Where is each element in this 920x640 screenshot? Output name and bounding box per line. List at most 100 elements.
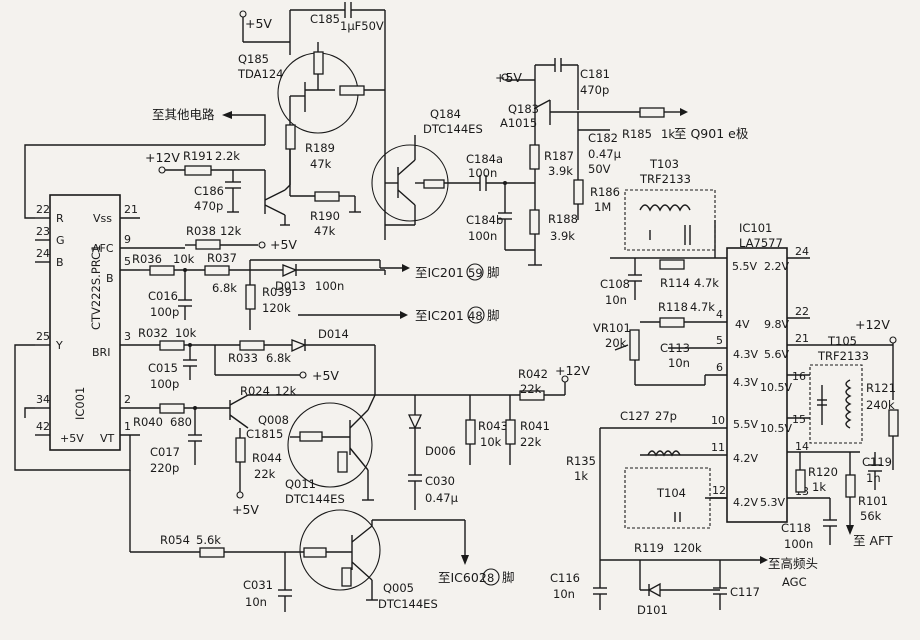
ic001-pin-5: 5 — [124, 255, 131, 268]
c015-val: 100p — [150, 377, 179, 391]
c185-val: 1μF50V — [340, 19, 384, 33]
c017-val: 220p — [150, 461, 179, 475]
c185-ref: C185 — [310, 12, 340, 26]
c182-val: 0.47μ — [588, 147, 622, 161]
supply12-right: +12V — [855, 317, 890, 332]
t104-ref: T104 — [656, 486, 686, 500]
r190-ref: R190 — [310, 209, 340, 223]
ic001-pin-3: 3 — [124, 330, 131, 343]
t103-coil — [639, 204, 691, 212]
ic001-pin-g: G — [56, 234, 65, 247]
r189-val: 47k — [310, 157, 332, 171]
r042-ref: R042 — [518, 367, 548, 381]
q185-model: TDA124 — [237, 67, 284, 81]
svg-text:5.3V: 5.3V — [760, 496, 785, 509]
r188-ref: R188 — [548, 212, 578, 226]
note-jiao-59: 脚 — [487, 265, 500, 280]
note-to-aft: 至 AFT — [853, 533, 893, 548]
svg-text:22: 22 — [795, 305, 809, 318]
ic001-pin-23: 23 — [36, 225, 50, 238]
note-to-ic201-59: 至IC201 — [415, 265, 464, 280]
r186-val: 1M — [594, 200, 611, 214]
d013-val: 100n — [315, 279, 344, 293]
r188-val: 3.9k — [550, 229, 575, 243]
q011-ref: Q011 — [285, 477, 316, 491]
supply-q183: +5V — [495, 70, 522, 85]
svg-text:5.5V: 5.5V — [732, 260, 757, 273]
t105-model: TRF2133 — [817, 349, 869, 363]
r054-val: 5.6k — [196, 533, 221, 547]
r039-ref: R039 — [262, 285, 292, 299]
ic001-pin-y: Y — [55, 339, 63, 352]
r135-val: 1k — [574, 469, 588, 483]
note-to-other: 至其他电路 — [152, 107, 215, 122]
r185-ref: R185 — [622, 127, 652, 141]
ic001-pin-vt: VT — [100, 432, 115, 445]
q008-ref: Q008 — [258, 413, 289, 427]
ic001-body — [49, 194, 121, 451]
r038-val: 12k — [220, 224, 242, 238]
r044-ref: R044 — [252, 451, 282, 465]
r024-val: 12k — [275, 384, 297, 398]
r040-ref: R040 — [133, 415, 163, 429]
r114-ref: R114 — [660, 276, 690, 290]
c181-ref: C181 — [580, 67, 610, 81]
d013-ref: D013 — [275, 279, 306, 293]
ic001-pin-42: 42 — [36, 420, 50, 433]
r185-val: 1k — [661, 127, 675, 141]
svg-text:11: 11 — [711, 441, 725, 454]
svg-text:5.5V: 5.5V — [733, 418, 758, 431]
ic001-pin-34: 34 — [36, 393, 50, 406]
r119-ref: R119 — [634, 541, 664, 555]
r191-val: 2.2k — [215, 149, 240, 163]
q184-model: DTC144ES — [423, 122, 483, 136]
r041-ref: R041 — [520, 419, 550, 433]
ic001-pin-2: 2 — [124, 393, 131, 406]
svg-text:10.5V: 10.5V — [760, 422, 792, 435]
ic001-pin-r: R — [56, 212, 64, 225]
r037-ref: R037 — [207, 251, 237, 265]
ic101-left-pins: 5.5V 4 4V 5 4.3V 6 4.3V 10 5.5V 11 4.2V … — [705, 260, 758, 509]
r043-ref: R043 — [478, 419, 508, 433]
r191-ref: R191 — [183, 149, 213, 163]
r041-val: 22k — [520, 435, 542, 449]
c182-volt: 50V — [588, 162, 611, 176]
note-pin48: 48 — [468, 309, 483, 323]
r101-val: 56k — [860, 509, 882, 523]
r033-val: 6.8k — [266, 351, 291, 365]
vr101-val: 20k — [605, 336, 627, 350]
c030-ref: C030 — [425, 474, 455, 488]
r135-ref: R135 — [566, 454, 596, 468]
c127-val: 27p — [655, 409, 677, 423]
c017-ref: C017 — [150, 445, 180, 459]
c016-val: 100p — [150, 305, 179, 319]
note-to-ic602: 至IC602 — [438, 570, 487, 585]
c184a-ref: C184a — [466, 152, 503, 166]
r118-val: 4.7k — [690, 300, 715, 314]
c030-val: 0.47μ — [425, 491, 459, 505]
note-to-ic201-48: 至IC201 — [415, 308, 464, 323]
r032-val: 10k — [175, 326, 197, 340]
ic001-pin-bri: BRI — [92, 346, 110, 359]
svg-text:10.5V: 10.5V — [760, 381, 792, 394]
c119-val: 1n — [866, 471, 881, 485]
note-agc: AGC — [782, 575, 807, 589]
ic001-pin-1: 1 — [124, 420, 131, 433]
svg-text:16: 16 — [792, 370, 806, 383]
c119-ref: C119 — [862, 455, 892, 469]
wire-y-loop — [14, 344, 131, 471]
r024-ref: R024 — [240, 384, 270, 398]
supply12-r042: +12V — [555, 363, 590, 378]
c031-val: 10n — [245, 595, 267, 609]
r189-ref: R189 — [305, 141, 335, 155]
r121-ref: R121 — [866, 381, 896, 395]
svg-text:4V: 4V — [735, 318, 750, 331]
q011-symbol — [287, 402, 373, 488]
c182-ref: C182 — [588, 131, 618, 145]
supply12-r191: +12V — [145, 150, 180, 165]
svg-text:4.3V: 4.3V — [733, 348, 758, 361]
r039-val: 120k — [262, 301, 291, 315]
svg-text:4.2V: 4.2V — [733, 496, 758, 509]
